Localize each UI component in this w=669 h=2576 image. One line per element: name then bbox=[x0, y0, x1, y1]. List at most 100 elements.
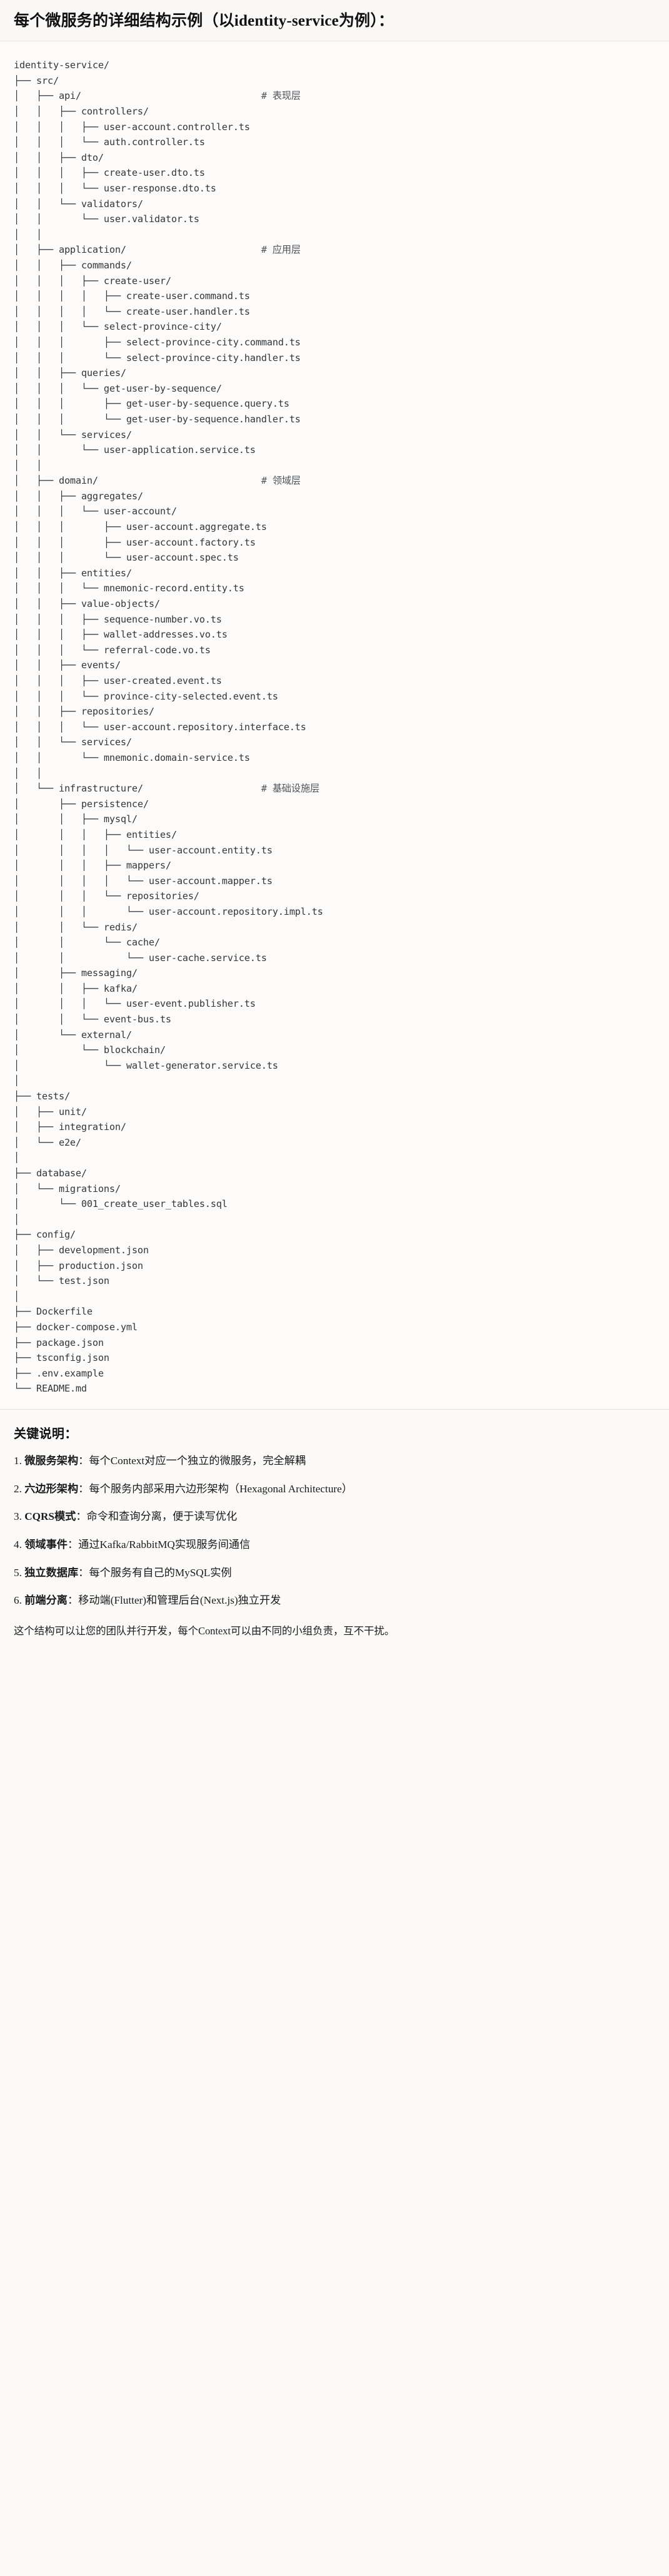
tree-row-path: │ ├── api/ bbox=[14, 90, 81, 102]
tree-row: │ │ │ └── user-event.publisher.ts bbox=[14, 996, 655, 1012]
tree-row: │ │ ├── events/ bbox=[14, 658, 655, 673]
tree-row-path: │ └── e2e/ bbox=[14, 1136, 81, 1148]
tree-row: │ bbox=[14, 1150, 655, 1166]
key-note-term: 微服务架构 bbox=[24, 1454, 79, 1467]
tree-row: │ │ bbox=[14, 766, 655, 781]
tree-row: │ │ ├── controllers/ bbox=[14, 104, 655, 120]
key-note-item: 1. 微服务架构：每个Context对应一个独立的微服务，完全解耦 bbox=[14, 1453, 655, 1470]
key-note-description: 通过Kafka/RabbitMQ实现服务间通信 bbox=[78, 1538, 251, 1550]
tree-row-comment: # 基础设施层 bbox=[261, 783, 319, 795]
tree-row-path: │ │ │ ├── user-account.aggregate.ts bbox=[14, 521, 267, 533]
tree-row-path: │ │ │ └── province-city-selected.event.t… bbox=[14, 690, 278, 702]
key-note-description: 每个服务内部采用六边形架构（Hexagonal Architecture） bbox=[89, 1482, 353, 1495]
tree-row: │ │ │ └── user-account.repository.interf… bbox=[14, 720, 655, 735]
tree-row: │ ├── domain/ # 领域层 bbox=[14, 473, 655, 489]
key-note-number: 1. bbox=[14, 1454, 25, 1467]
tree-row-path: │ │ │ └── mnemonic-record.entity.ts bbox=[14, 583, 244, 594]
key-note-number: 5. bbox=[14, 1566, 25, 1579]
key-note-term: CQRS模式 bbox=[24, 1510, 76, 1523]
key-notes-list: 1. 微服务架构：每个Context对应一个独立的微服务，完全解耦 2. 六边形架… bbox=[14, 1453, 655, 1609]
tree-row-path: ├── src/ bbox=[14, 74, 59, 86]
tree-row-path: │ │ ├── mysql/ bbox=[14, 813, 138, 825]
tree-row-path: │ │ │ ├── create-user/ bbox=[14, 275, 171, 287]
key-note-separator: ： bbox=[67, 1594, 79, 1607]
tree-row: │ ├── api/ # 表现层 bbox=[14, 88, 655, 104]
key-note-separator: ： bbox=[67, 1538, 79, 1550]
tree-row: │ ├── application/ # 应用层 bbox=[14, 242, 655, 258]
tree-row: │ │ │ └── select-province-city/ bbox=[14, 319, 655, 335]
tree-row-path: │ ├── persistence/ bbox=[14, 798, 149, 810]
tree-row: │ │ bbox=[14, 458, 655, 474]
tree-row-gap bbox=[126, 244, 261, 255]
key-note-term: 前端分离 bbox=[24, 1594, 68, 1607]
tree-row-path: │ │ │ ├── sequence-number.vo.ts bbox=[14, 613, 222, 625]
key-note-separator: ： bbox=[78, 1482, 89, 1495]
tree-row: │ └── test.json bbox=[14, 1273, 655, 1289]
tree-row: ├── database/ bbox=[14, 1166, 655, 1181]
tree-row-path: │ │ ├── queries/ bbox=[14, 367, 126, 379]
tree-row: │ ├── integration/ bbox=[14, 1119, 655, 1135]
key-note-item: 5. 独立数据库：每个服务有自己的MySQL实例 bbox=[14, 1565, 655, 1582]
tree-row: │ │ └── event-bus.ts bbox=[14, 1012, 655, 1027]
tree-row-path: │ │ └── services/ bbox=[14, 429, 132, 440]
tree-row: │ │ │ └── user-account.repository.impl.t… bbox=[14, 904, 655, 920]
tree-row-path: │ │ │ └── user-event.publisher.ts bbox=[14, 998, 256, 1010]
tree-row-path: │ │ │ └── user-account.spec.ts bbox=[14, 552, 239, 564]
tree-row-path: │ │ │ ├── entities/ bbox=[14, 828, 177, 840]
tree-row: │ │ │ │ └── user-account.entity.ts bbox=[14, 843, 655, 858]
key-note-item: 4. 领域事件：通过Kafka/RabbitMQ实现服务间通信 bbox=[14, 1537, 655, 1554]
tree-row-gap bbox=[98, 475, 261, 486]
tree-row-path: │ │ │ ├── mappers/ bbox=[14, 860, 171, 872]
tree-row-path: │ │ └── user-application.service.ts bbox=[14, 444, 256, 456]
tree-row: │ │ ├── kafka/ bbox=[14, 981, 655, 997]
tree-row: │ bbox=[14, 1289, 655, 1305]
tree-row-path: │ │ bbox=[14, 228, 42, 240]
tree-row-gap bbox=[143, 783, 261, 794]
tree-row-path: │ │ │ └── user-account.repository.interf… bbox=[14, 721, 306, 733]
tree-row: │ ├── persistence/ bbox=[14, 797, 655, 812]
tree-row: identity-service/ bbox=[14, 58, 655, 73]
tree-row-path: │ │ └── user-cache.service.ts bbox=[14, 952, 267, 964]
tree-row-comment: # 应用层 bbox=[261, 244, 301, 256]
tree-row-comment: # 表现层 bbox=[261, 90, 301, 102]
key-note-separator: ： bbox=[76, 1510, 87, 1523]
tree-row-path: │ bbox=[14, 1213, 19, 1225]
tree-row: │ │ │ ├── sequence-number.vo.ts bbox=[14, 612, 655, 628]
tree-row: │ bbox=[14, 1073, 655, 1089]
key-notes-title: 关键说明： bbox=[14, 1427, 78, 1441]
key-note-term: 独立数据库 bbox=[24, 1566, 79, 1579]
tree-row-comment: # 领域层 bbox=[261, 475, 301, 487]
tree-row: │ │ └── user-application.service.ts bbox=[14, 442, 655, 458]
document-header: 每个微服务的详细结构示例（以identity-service为例）： bbox=[0, 0, 669, 42]
tree-row-path: │ │ │ └── referral-code.vo.ts bbox=[14, 644, 211, 656]
tree-row-path: │ │ │ └── user-account.repository.impl.t… bbox=[14, 905, 323, 917]
key-note-item: 3. CQRS模式：命令和查询分离，便于读写优化 bbox=[14, 1509, 655, 1525]
tree-row: ├── tests/ bbox=[14, 1089, 655, 1104]
tree-row-path: │ │ │ └── select-province-city.handler.t… bbox=[14, 352, 301, 364]
tree-row-path: │ │ ├── value-objects/ bbox=[14, 598, 160, 610]
tree-row: │ ├── production.json bbox=[14, 1258, 655, 1274]
tree-row-path: │ │ │ └── auth.controller.ts bbox=[14, 136, 205, 148]
tree-row-path: │ │ └── redis/ bbox=[14, 921, 138, 933]
tree-row: │ ├── unit/ bbox=[14, 1104, 655, 1120]
tree-row: │ └── 001_create_user_tables.sql bbox=[14, 1196, 655, 1212]
key-note-item: 2. 六边形架构：每个服务内部采用六边形架构（Hexagonal Archite… bbox=[14, 1481, 655, 1498]
tree-row-path: │ ├── application/ bbox=[14, 244, 126, 256]
tree-row-path: │ └── infrastructure/ bbox=[14, 783, 143, 795]
tree-row: │ │ │ └── user-account/ bbox=[14, 504, 655, 519]
tree-row-path: │ │ └── user.validator.ts bbox=[14, 213, 199, 225]
tree-row-path: │ bbox=[14, 1152, 19, 1164]
tree-row: └── README.md bbox=[14, 1381, 655, 1397]
tree-row-path: │ └── external/ bbox=[14, 1029, 132, 1041]
tree-row-path: │ │ │ │ ├── create-user.command.ts bbox=[14, 290, 250, 302]
tree-row: │ │ bbox=[14, 227, 655, 243]
tree-row: │ └── external/ bbox=[14, 1027, 655, 1043]
tree-row-path: │ │ │ │ └── create-user.handler.ts bbox=[14, 305, 250, 317]
key-note-number: 3. bbox=[14, 1510, 25, 1523]
tree-row: │ │ │ ├── user-account.controller.ts bbox=[14, 120, 655, 135]
tree-row: │ │ └── mnemonic.domain-service.ts bbox=[14, 750, 655, 766]
tree-row-path: │ │ ├── aggregates/ bbox=[14, 490, 143, 502]
tree-row-path: ├── Dockerfile bbox=[14, 1306, 93, 1318]
tree-row: │ │ │ ├── user-account.factory.ts bbox=[14, 535, 655, 551]
tree-row-path: │ │ └── validators/ bbox=[14, 198, 143, 210]
